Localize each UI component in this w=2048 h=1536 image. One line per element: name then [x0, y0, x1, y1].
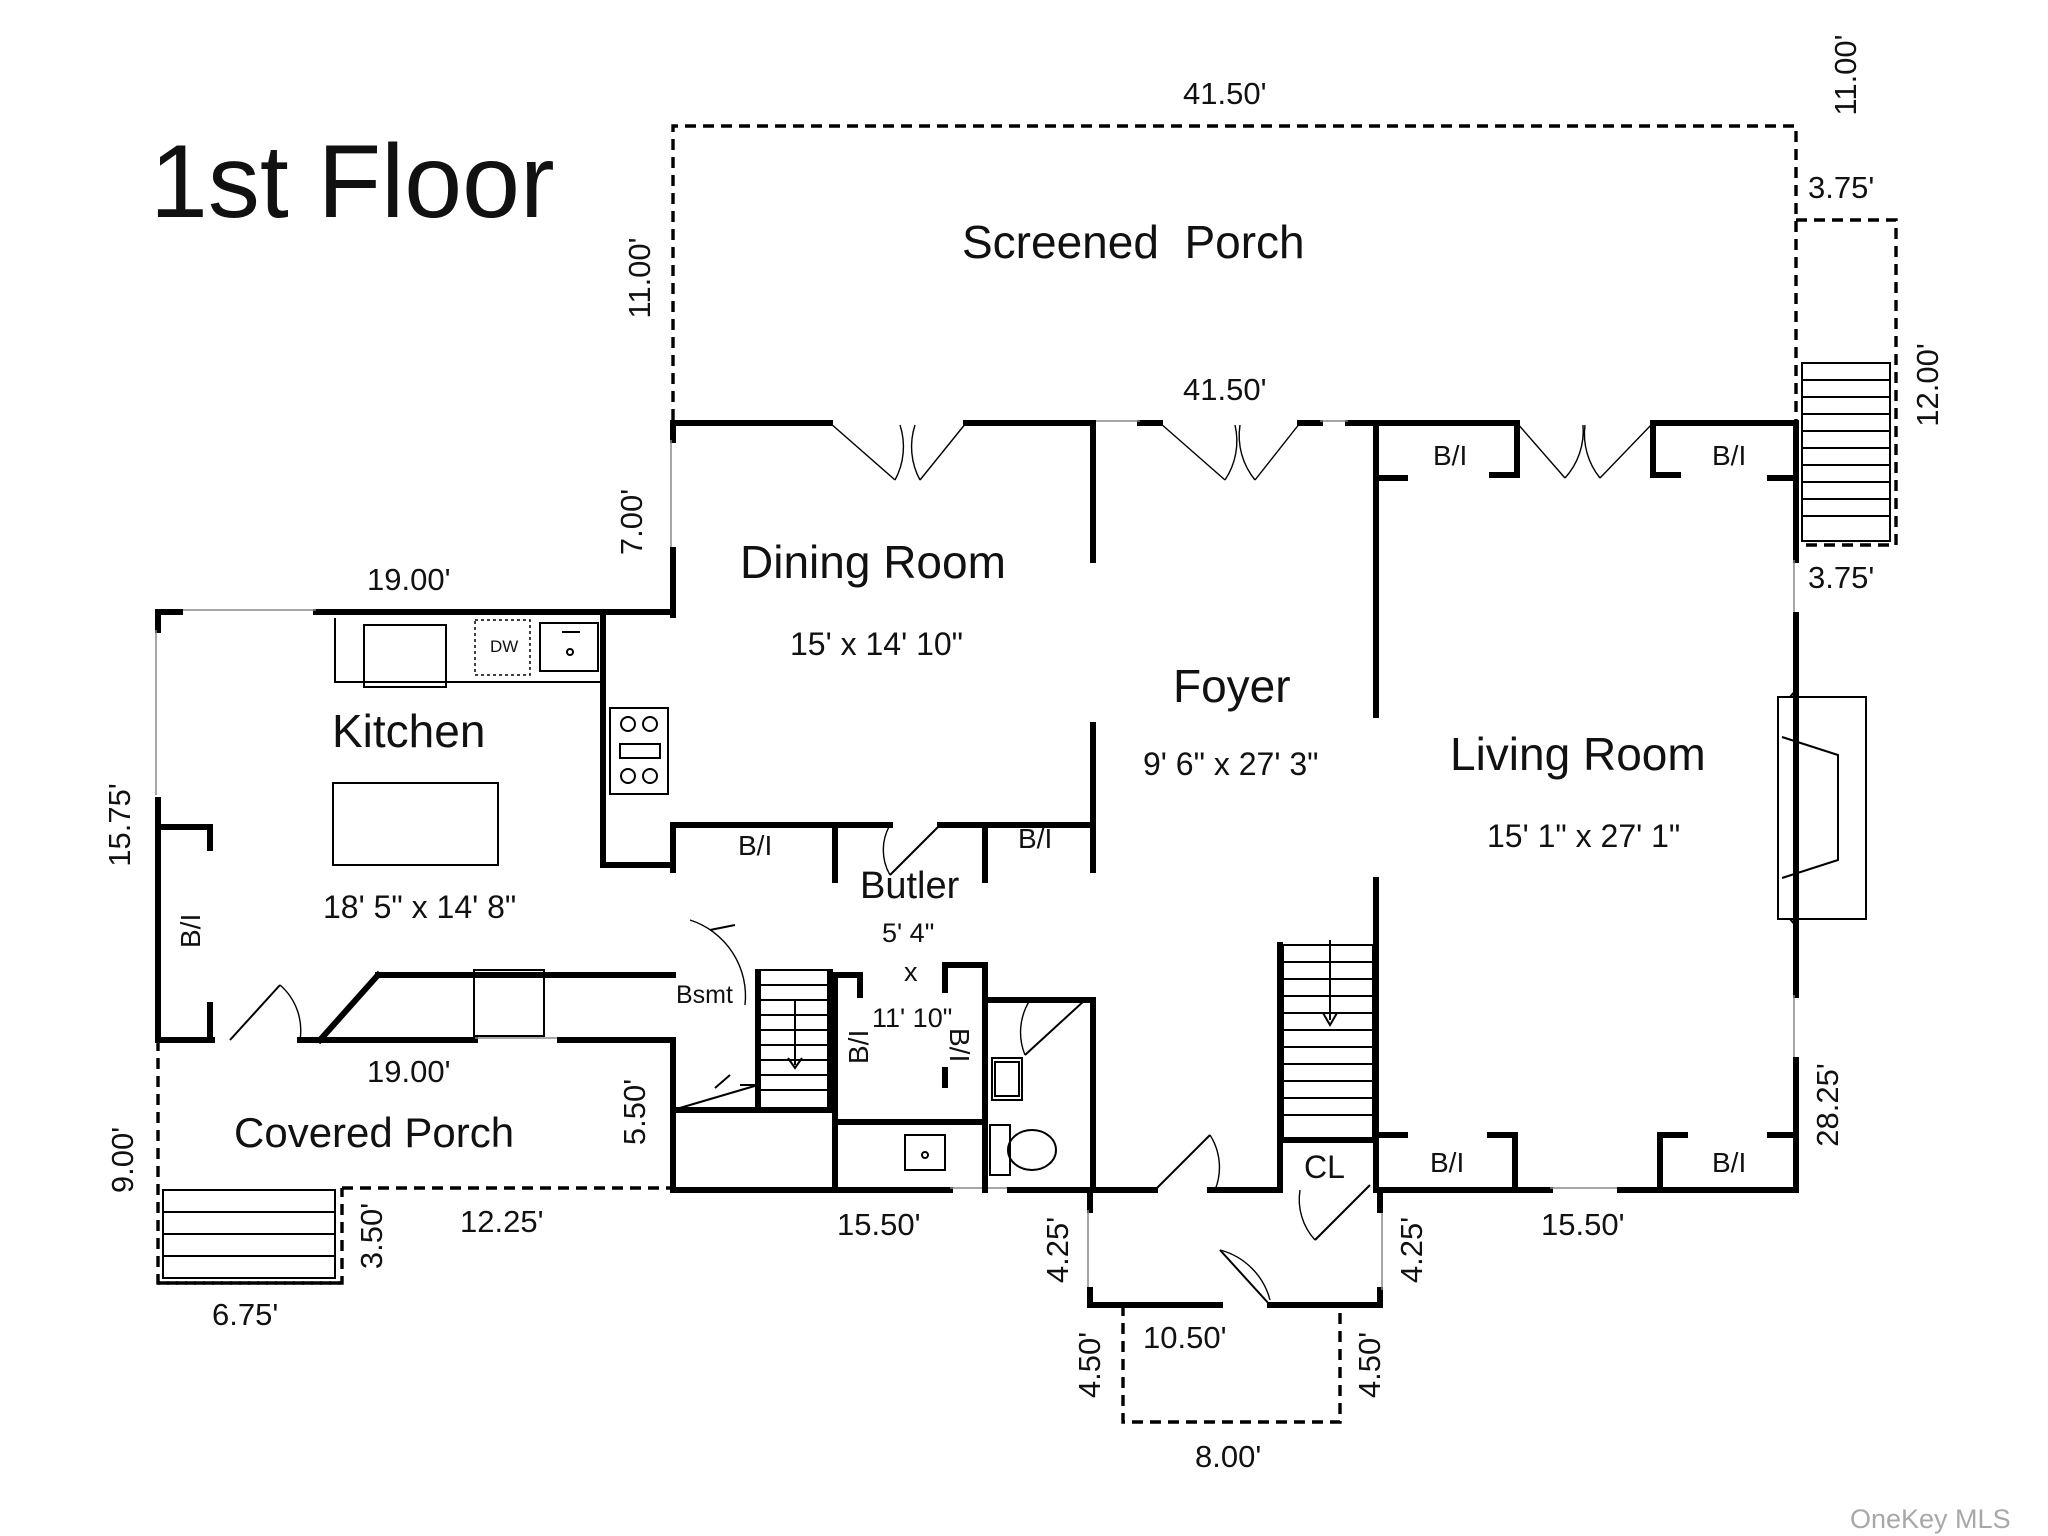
dim-covered-left: 9.00'	[105, 1127, 140, 1193]
dim-porch-right: 11.00'	[1828, 34, 1863, 115]
dim-covered-bottom: 12.25'	[460, 1204, 544, 1239]
builtin-label-dining-left: B/I	[738, 830, 772, 861]
butler-size-line3: 11' 10"	[872, 1003, 952, 1033]
covered-porch-outline	[156, 1040, 673, 1285]
butler-size-line1: 5' 4"	[882, 918, 934, 948]
living-room-label: Living Room	[1450, 728, 1706, 780]
dim-house-top: 41.50'	[1183, 372, 1267, 407]
dim-entry-width: 8.00'	[1195, 1439, 1261, 1474]
dim-step-bottom: 3.75'	[1808, 560, 1874, 595]
screened-porch-outline	[671, 124, 1798, 420]
dining-room-label: Dining Room	[740, 536, 1006, 588]
main-stair	[1282, 940, 1374, 1141]
living-room-size: 15' 1" x 27' 1"	[1487, 818, 1680, 854]
builtin-label-living-bottom-left: B/I	[1430, 1147, 1464, 1178]
bath-fixtures	[904, 1057, 1057, 1176]
porch-doors	[829, 422, 1654, 481]
dishwasher-label: DW	[490, 637, 518, 656]
covered-porch-label: Covered Porch	[234, 1109, 514, 1156]
butler-size-line2: x	[904, 957, 918, 987]
dining-room-size: 15' x 14' 10"	[790, 626, 963, 662]
builtin-label-butler-right: B/I	[944, 1028, 975, 1062]
kitchen-size: 18' 5" x 14' 8"	[323, 889, 516, 925]
foyer-label: Foyer	[1173, 660, 1291, 712]
builtin-label-butler-left: B/I	[843, 1030, 874, 1064]
right-step-outline	[1796, 218, 1898, 547]
dim-steps-right: 3.50'	[354, 1203, 389, 1269]
interior-doors	[229, 824, 1371, 1241]
right-stair	[1801, 362, 1891, 542]
dim-kitchen-top: 19.00'	[367, 562, 451, 597]
butler-label: Butler	[860, 865, 960, 907]
builtin-label-living-top-right: B/I	[1712, 440, 1746, 471]
dim-living-right: 28.25'	[1810, 1063, 1845, 1147]
dim-dining-left: 7.00'	[614, 489, 649, 555]
dim-mid-bottom: 15.50'	[837, 1207, 921, 1242]
builtin-label-dining-right: B/I	[1018, 823, 1052, 854]
screened-porch-label: Screened Porch	[962, 216, 1305, 268]
dim-vestibule-right: 4.25'	[1394, 1217, 1429, 1283]
builtin-label-living-top-left: B/I	[1433, 440, 1467, 471]
dim-right-bottom: 15.50'	[1541, 1207, 1625, 1242]
kitchen-label: Kitchen	[332, 705, 485, 757]
dim-stair-right: 12.00'	[1910, 343, 1945, 427]
dim-vestibule-bottom: 10.50'	[1143, 1320, 1227, 1355]
builtin-label-living-bottom-right: B/I	[1712, 1147, 1746, 1178]
dim-entry-right: 4.50'	[1352, 1332, 1387, 1398]
dim-covered-right: 5.50'	[617, 1079, 652, 1145]
dim-steps-width: 6.75'	[212, 1297, 278, 1332]
covered-porch-steps	[162, 1189, 336, 1279]
dim-porch-left: 11.00'	[622, 237, 657, 318]
vestibule-walls	[1087, 1187, 1383, 1308]
dim-kitchen-left: 15.75'	[102, 783, 137, 867]
dim-kitchen-bottom: 19.00'	[367, 1054, 451, 1089]
dim-step-top: 3.75'	[1808, 170, 1874, 205]
foyer-size: 9' 6" x 27' 3"	[1143, 746, 1318, 782]
dim-porch-top: 41.50'	[1183, 76, 1267, 111]
basement-stair	[672, 969, 831, 1111]
page-title: 1st Floor	[150, 124, 555, 240]
dim-vestibule-left: 4.25'	[1040, 1217, 1075, 1283]
kitchen-counters	[332, 612, 669, 1037]
entry-steps-outline	[1121, 1305, 1342, 1424]
dim-entry-left: 4.50'	[1072, 1332, 1107, 1398]
closet-label: CL	[1304, 1149, 1345, 1185]
watermark: OneKey MLS	[1850, 1504, 2011, 1534]
basement-label: Bsmt	[676, 981, 733, 1009]
fireplace	[1777, 689, 1867, 927]
builtin-label-kitchen: B/I	[175, 914, 206, 948]
